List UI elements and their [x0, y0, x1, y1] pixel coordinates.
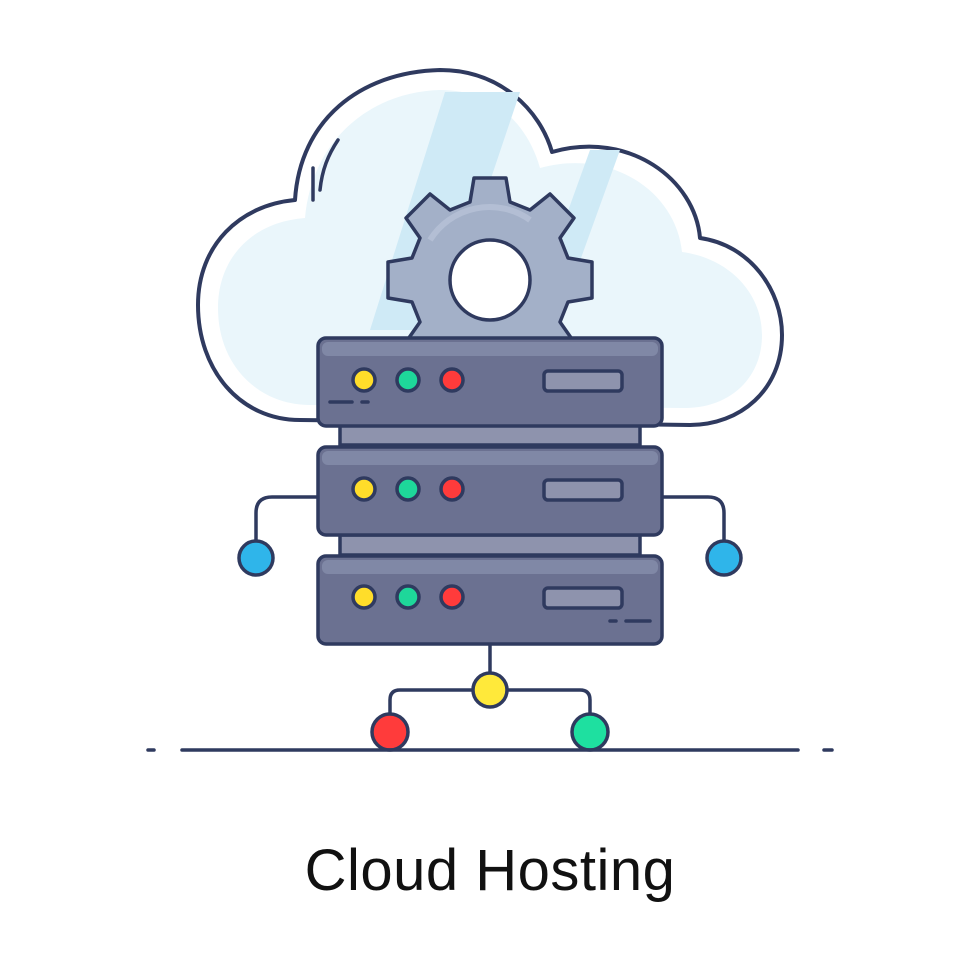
side-network-lines	[254, 495, 726, 545]
network-node-green	[570, 712, 610, 752]
network-nodes-icon	[370, 644, 610, 752]
server-unit-3	[316, 554, 664, 646]
server-unit-1	[316, 336, 664, 428]
network-node-red	[370, 712, 410, 752]
network-node-left	[237, 539, 275, 577]
caption-title: Cloud Hosting	[304, 838, 676, 903]
network-node-hub	[471, 671, 509, 709]
cloud-hosting-illustration	[146, 68, 834, 752]
network-node-right	[705, 539, 743, 577]
server-rack-icon	[316, 336, 664, 646]
server-unit-2	[316, 445, 664, 537]
